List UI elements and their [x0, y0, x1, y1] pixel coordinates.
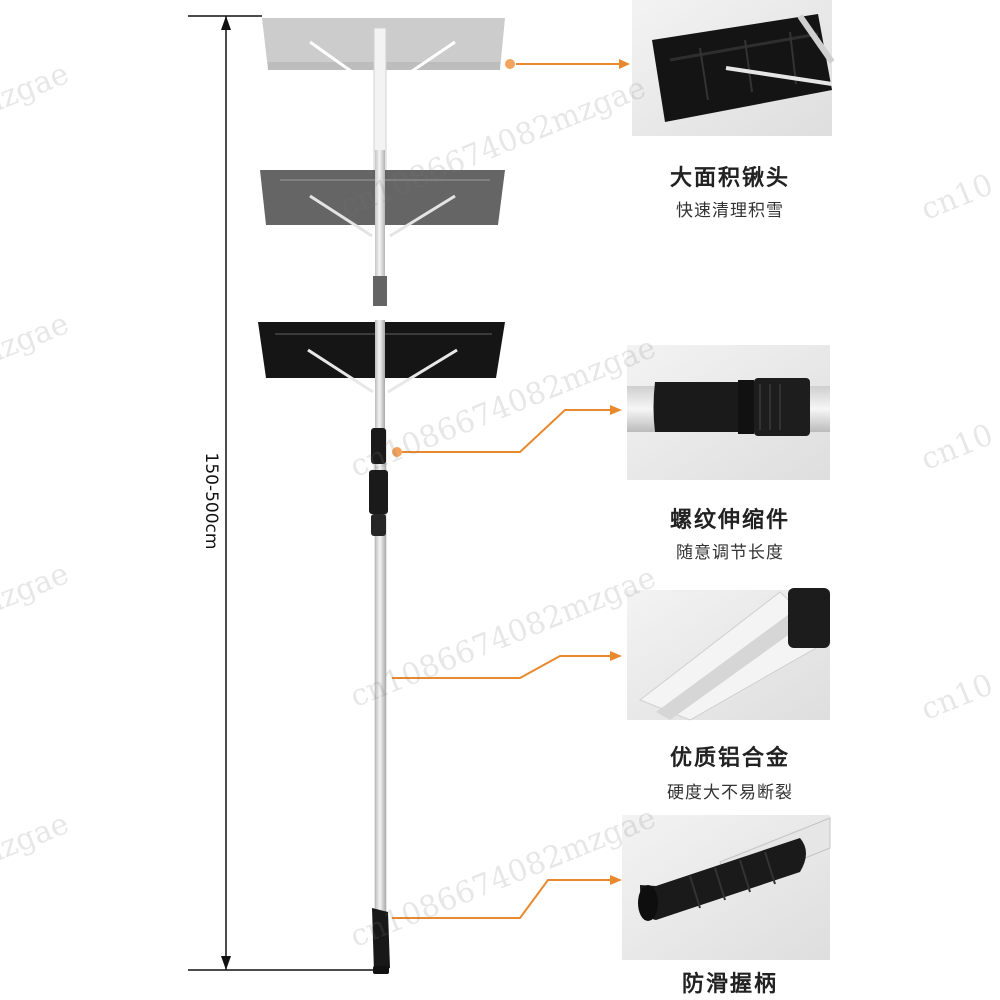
detail-image-threaded-joint [627, 345, 830, 480]
detail-image-aluminium-tube [627, 588, 831, 721]
detail-image-grip-handle [622, 815, 831, 960]
shovel-head-extended [262, 18, 505, 179]
feature-title-grip-handle: 防滑握柄 [681, 972, 778, 997]
shovel-head-middle [260, 150, 505, 306]
feature-subtitle-aluminium-alloy: 硬度大不易断裂 [667, 783, 793, 803]
feature-title-aluminium-alloy: 优质铝合金 [669, 746, 790, 771]
feature-title-threaded-joint: 螺纹伸缩件 [669, 508, 790, 533]
dimension-line [188, 15, 378, 971]
feature-subtitle-threaded-joint: 随意调节长度 [676, 543, 784, 563]
detail-image-shovel-head [632, 0, 835, 136]
feature-title-shovel-head: 大面积锹头 [669, 166, 790, 191]
length-range-label: 150-500cm [201, 452, 221, 550]
shovel-head-retracted [258, 320, 505, 430]
feature-subtitle-shovel-head: 快速清理积雪 [676, 201, 784, 221]
callout-lines [392, 59, 630, 919]
telescopic-pole [369, 428, 390, 974]
